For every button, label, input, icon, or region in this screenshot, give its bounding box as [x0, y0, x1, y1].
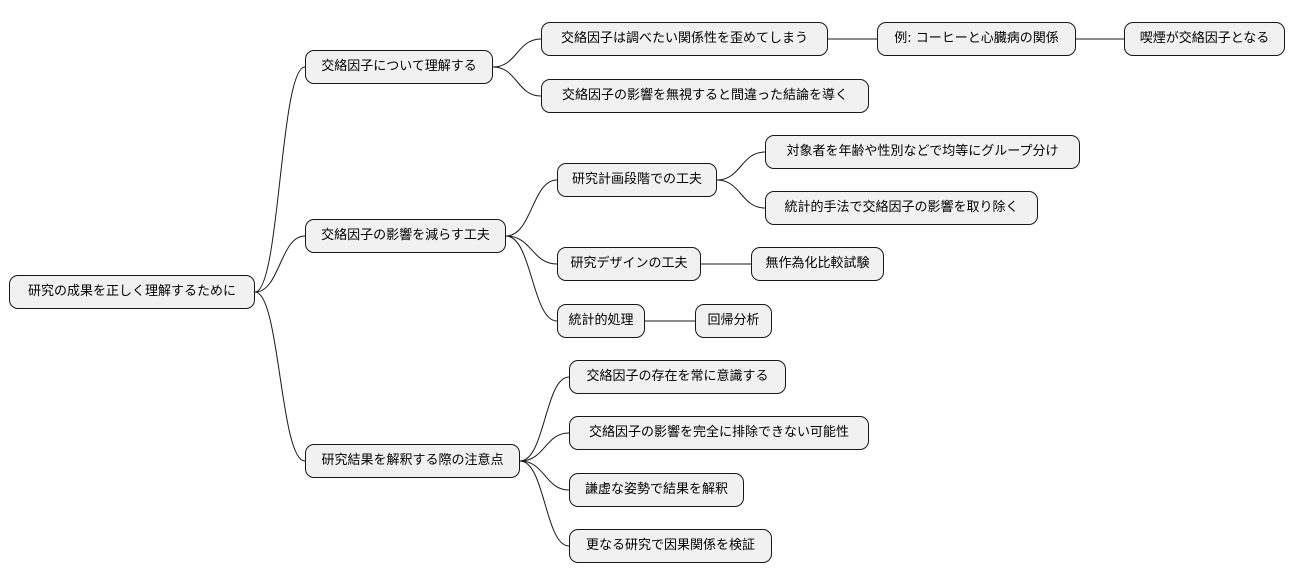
node-balanced-grouping[interactable]: 対象者を年齢や性別などで均等にグループ分け [765, 135, 1080, 169]
node-study-design[interactable]: 研究デザインの工夫 [557, 247, 701, 281]
link-root-b2 [254, 291, 306, 462]
node-distorts-relationship[interactable]: 交絡因子は調べたい関係性を歪めてしまう [541, 22, 828, 56]
link-b2-c1 [519, 432, 570, 462]
node-wrong-conclusion[interactable]: 交絡因子の影響を無視すると間違った結論を導く [541, 79, 869, 113]
link-b1-c0 [505, 179, 558, 237]
link-b0-c1 [492, 66, 542, 97]
node-further-research[interactable]: 更なる研究で因果関係を検証 [569, 529, 772, 563]
root-node[interactable]: 研究の成果を正しく理解するために [9, 275, 255, 309]
link-b2-c0 [519, 376, 570, 462]
node-rct[interactable]: 無作為化比較試験 [751, 247, 884, 281]
link-root-b1 [254, 235, 306, 293]
link-b2-c3 [519, 460, 570, 547]
node-always-aware[interactable]: 交絡因子の存在を常に意識する [569, 360, 786, 394]
branch-reduce-confounding[interactable]: 交絡因子の影響を減らす工夫 [305, 219, 506, 253]
link-b0-c0 [492, 38, 542, 68]
node-regression-analysis[interactable]: 回帰分析 [695, 304, 772, 338]
link-root-b0 [254, 66, 306, 293]
link-b1-c1 [505, 235, 558, 265]
node-statistical-processing[interactable]: 統計的処理 [557, 304, 645, 338]
link-b1c0-g1 [716, 179, 766, 209]
link-b1-c2 [505, 235, 558, 322]
node-smoking-confounder[interactable]: 喫煙が交絡因子となる [1124, 22, 1285, 56]
node-planning-stage[interactable]: 研究計画段階での工夫 [557, 163, 717, 197]
node-cannot-fully-exclude[interactable]: 交絡因子の影響を完全に排除できない可能性 [569, 416, 869, 450]
node-statistical-removal[interactable]: 統計的手法で交絡因子の影響を取り除く [765, 191, 1038, 225]
branch-understand-confounders[interactable]: 交絡因子について理解する [305, 50, 493, 84]
node-example-coffee-heart[interactable]: 例: コーヒーと心臓病の関係 [877, 22, 1076, 56]
branch-interpretation-caveats[interactable]: 研究結果を解釈する際の注意点 [305, 444, 520, 478]
link-b2-c2 [519, 460, 570, 491]
link-b1c0-g0 [716, 151, 766, 181]
node-humble-interpretation[interactable]: 謙虚な姿勢で結果を解釈 [569, 473, 744, 507]
